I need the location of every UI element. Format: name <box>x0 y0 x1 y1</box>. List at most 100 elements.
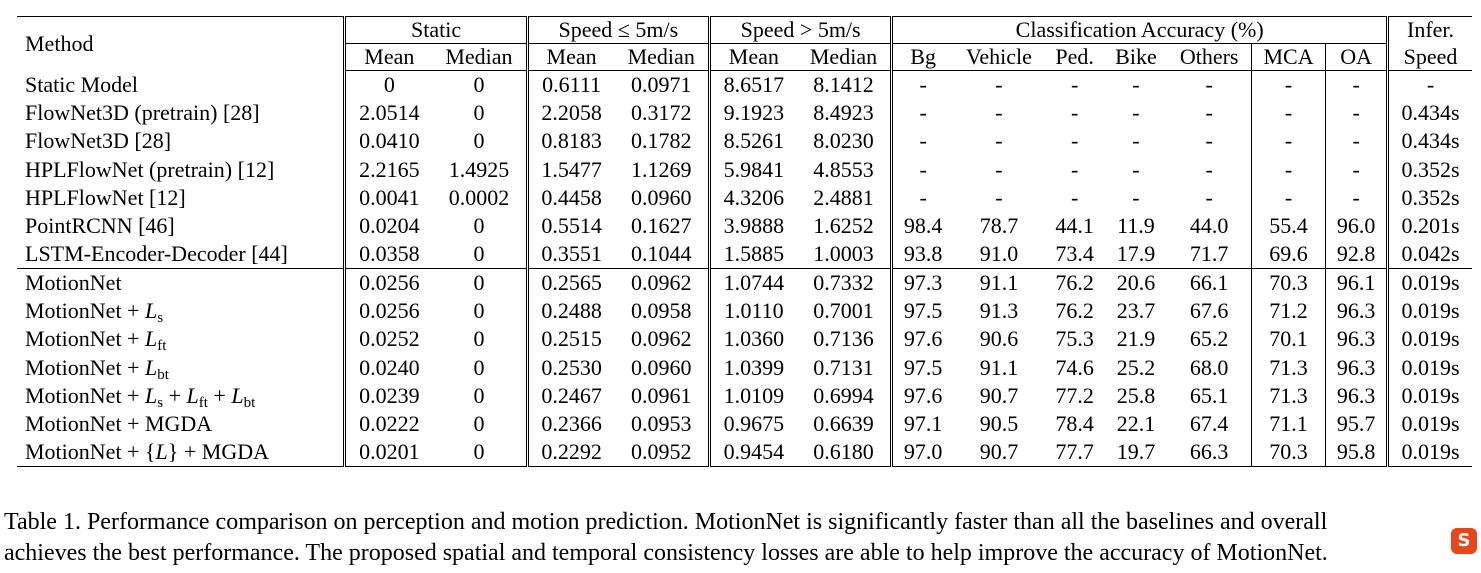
value-cell: 0 <box>432 438 528 468</box>
method-label: FlowNet3D (pretrain) [28] <box>25 99 260 125</box>
value-cell: 0.0962 <box>630 326 692 352</box>
sub-header: Median <box>432 43 528 71</box>
method-label: FlowNet3D [28] <box>25 128 172 154</box>
value-cell: 2.0514 <box>343 98 433 128</box>
value-cell: 0 <box>432 268 528 297</box>
value-cell: 66.1 <box>1167 268 1252 297</box>
value-cell: 96.3 <box>1325 296 1388 326</box>
value-cell: 96.3 <box>1325 325 1388 354</box>
method-cell: HPLFlowNet [12] <box>17 184 345 212</box>
value-cell: 75.3 <box>1055 326 1094 352</box>
value-cell: 3.9888 <box>707 211 797 241</box>
infer-header-bottom: Speed <box>1386 43 1472 71</box>
value-cell: - <box>1070 71 1079 97</box>
value-cell: 95.8 <box>1325 438 1388 468</box>
value-cell: - <box>1386 70 1472 99</box>
value-cell: 0.019s <box>1386 438 1472 468</box>
sub-header: Median <box>614 43 710 71</box>
value-cell: 92.8 <box>1325 240 1388 269</box>
value-cell: 1.0110 <box>707 296 797 326</box>
value-cell: 0.7136 <box>813 326 874 352</box>
value-cell: 0.1044 <box>630 241 692 267</box>
value-cell: 1.0399 <box>707 353 797 382</box>
value-cell: 0.0041 <box>343 183 433 212</box>
value-cell: 0.9675 <box>707 410 797 439</box>
value-cell: - <box>1250 183 1326 212</box>
value-cell: 1.0360 <box>707 325 797 354</box>
value-cell: 0.0410 <box>343 127 433 156</box>
value-cell: - <box>995 99 1003 125</box>
value-cell: 71.2 <box>1250 296 1326 326</box>
method-cell: MotionNet + Lbt <box>17 353 345 383</box>
value-cell: 96.1 <box>1325 268 1388 297</box>
value-cell: 0.6639 <box>813 411 874 437</box>
value-cell: 23.7 <box>1116 298 1156 324</box>
value-cell: 0.2530 <box>525 353 615 382</box>
value-cell: 25.2 <box>1116 354 1156 380</box>
value-cell: 91.1 <box>979 354 1019 380</box>
value-cell: - <box>1325 98 1388 128</box>
value-cell: 77.7 <box>1044 438 1105 468</box>
value-cell: 90.6 <box>979 326 1019 352</box>
value-cell: 11.9 <box>1117 213 1155 239</box>
sub-header: Mean <box>525 43 615 71</box>
value-cell: 98.4 <box>890 211 954 241</box>
value-cell: 0.6180 <box>796 438 892 468</box>
value-cell: 71.1 <box>1250 410 1326 439</box>
value-cell: 8.6517 <box>707 70 797 99</box>
value-cell: 0.0358 <box>343 240 433 269</box>
value-cell: 66.3 <box>1167 438 1252 468</box>
value-cell: 97.3 <box>890 268 954 297</box>
value-cell: - <box>1205 184 1213 210</box>
value-cell: 0.1627 <box>630 213 692 239</box>
value-cell: 96.0 <box>1325 211 1388 241</box>
value-cell: - <box>995 71 1003 97</box>
value-cell: 0.7131 <box>813 354 874 380</box>
value-cell: 90.7 <box>953 438 1045 468</box>
sub-header-row: Mean Median Mean Median Mean Median Bg V… <box>17 43 1472 71</box>
value-cell: 0.5514 <box>525 211 615 241</box>
value-cell: 22.1 <box>1116 411 1156 437</box>
value-cell: 0.0222 <box>343 410 433 439</box>
caption-line-2: achieves the best performance. The propo… <box>4 540 1328 566</box>
method-label: MotionNet + <box>25 354 145 380</box>
value-cell: 68.0 <box>1189 354 1229 380</box>
value-cell: 76.2 <box>1044 268 1105 297</box>
value-cell: 71.7 <box>1189 241 1229 267</box>
value-cell: 1.5477 <box>525 155 615 184</box>
value-cell: 97.5 <box>890 296 954 326</box>
method-cell: MotionNet + Ls <box>17 297 345 326</box>
loss-term: {L} <box>144 439 179 465</box>
value-cell: 0 <box>473 354 485 380</box>
value-cell: 71.3 <box>1250 353 1326 382</box>
method-label: MotionNet + <box>25 439 145 465</box>
value-cell: - <box>1205 71 1213 97</box>
value-cell: 0.0960 <box>630 184 692 210</box>
value-cell: 70.1 <box>1250 325 1326 354</box>
value-cell: 1.0109 <box>707 381 797 411</box>
value-cell: 78.7 <box>979 213 1019 239</box>
value-cell: 70.3 <box>1250 438 1326 468</box>
method-label: MotionNet <box>25 269 122 295</box>
value-cell: 67.4 <box>1189 411 1229 437</box>
sub-header: OA <box>1325 43 1388 71</box>
method-suffix: + MGDA <box>178 439 269 465</box>
value-cell: 0 <box>473 298 485 324</box>
caption-line-1: Table 1. Performance comparison on perce… <box>4 509 1328 535</box>
value-cell: - <box>1070 156 1079 182</box>
value-cell: 77.2 <box>1055 382 1094 408</box>
value-cell: 55.4 <box>1250 211 1326 241</box>
value-cell: 44.1 <box>1055 213 1094 239</box>
value-cell: 0.019s <box>1386 268 1472 297</box>
value-cell: - <box>1205 99 1213 125</box>
value-cell: 2.4881 <box>813 184 874 210</box>
value-cell: 69.6 <box>1250 240 1326 269</box>
loss-term: Lft <box>144 326 167 355</box>
value-cell: 0 <box>343 70 433 99</box>
